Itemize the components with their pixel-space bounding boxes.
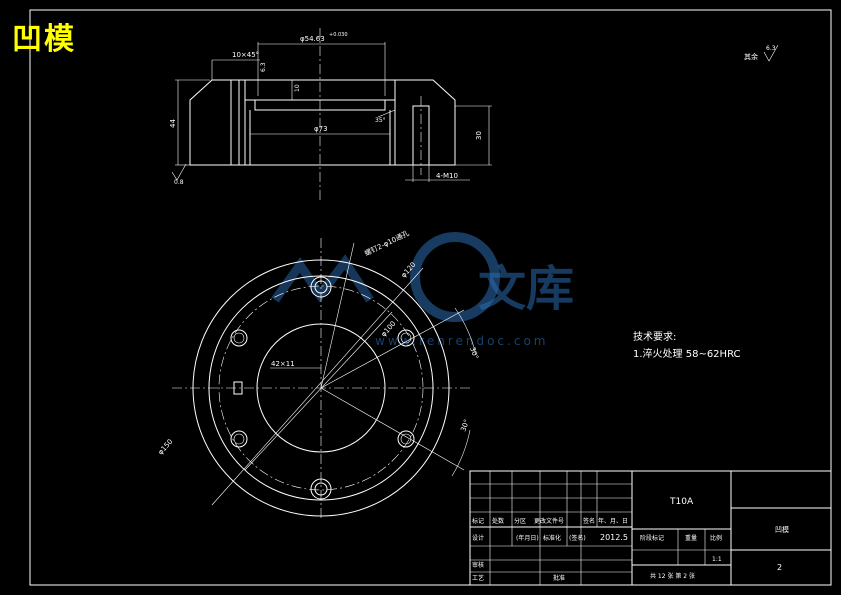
dim-roughness-left: 0.8 [174, 179, 184, 186]
tb-row-label-4: 签名 [583, 517, 595, 525]
dim-bolt-note: 螺钉2-φ10通孔 [363, 228, 411, 257]
drawing-title: 凹模 [12, 22, 76, 57]
watermark-url: www.renrendoc.com [375, 334, 548, 348]
tech-item-1: 1.淬火处理 58~62HRC [633, 347, 741, 360]
tb-row-label-2: 分区 [514, 517, 526, 525]
dim-angle-35: 35° [375, 117, 386, 124]
dim-angle-r: 30° [468, 346, 480, 360]
pin-hole-tr [397, 329, 415, 347]
dim-pin: 4-M10 [436, 172, 458, 180]
dim-dia-top-tol: +0.030 [329, 32, 348, 38]
pin-hole-bl [230, 430, 248, 448]
drawing-frame [29, 9, 832, 586]
bolt-hole-bottom [310, 478, 332, 500]
watermark-brand: 文库 [478, 261, 574, 317]
tb-stage-label: 阶段标记 [640, 534, 664, 542]
tb-date-label: (年月日) [516, 534, 539, 542]
roughness-label: 其余 [744, 52, 758, 61]
tech-heading: 技术要求: [633, 330, 676, 343]
tb-material: T10A [669, 497, 694, 507]
tb-row-label-1: 处数 [492, 517, 504, 525]
dim-dia-bottom: φ73 [314, 125, 328, 133]
tb-scale: 1:1 [712, 556, 722, 563]
watermark: 文库 www.renrendoc.com [271, 232, 574, 348]
dim-height-44: 44 [169, 119, 177, 128]
tb-design-label: 设计 [472, 534, 484, 542]
dim-height-30: 30 [475, 131, 483, 140]
roughness-global: 其余 6.3 [744, 44, 779, 62]
dim-chamfer: 10×45° [232, 51, 259, 59]
tb-sheet-no: 2 [777, 563, 782, 572]
dim-10: 10 [294, 84, 301, 92]
tb-sign-label: (签名) [569, 534, 586, 542]
dim-roughness-tl: 6.3 [260, 62, 267, 72]
tb-process-label: 工艺 [472, 574, 484, 582]
tb-row-label-5: 年、月、日 [598, 517, 628, 525]
tb-row-label-3: 更改文件号 [534, 517, 564, 525]
dim-angle-r2: 30° [459, 418, 471, 432]
pin-hole-br [397, 430, 415, 448]
tb-review-label: 审核 [472, 561, 484, 569]
title-block: T10A 凹模 2 1:1 2012.5 阶段标记 重量 比例 共 12 张 第… [469, 470, 832, 586]
dim-d-outer: φ150 [157, 438, 175, 457]
plan-view: 螺钉2-φ10通孔 φ120 φ100 φ150 30° 30° 42×11 [157, 228, 480, 520]
tb-standard-label: 标准化 [543, 534, 561, 542]
tb-row-label-0: 标记 [472, 517, 484, 525]
dim-hole-42: 42×11 [271, 360, 295, 368]
tb-scale-label: 比例 [710, 534, 722, 542]
tech-requirements: 技术要求: 1.淬火处理 58~62HRC [633, 330, 741, 360]
tb-weight-label: 重量 [685, 534, 697, 542]
roughness-value: 6.3 [766, 45, 776, 52]
section-view: φ54.63 +0.030 10×45° 6.3 10 φ73 44 30 35… [169, 28, 492, 200]
tb-approve-label: 批准 [553, 574, 565, 582]
tb-date: 2012.5 [600, 533, 628, 542]
dim-dia-top: φ54.63 [300, 35, 325, 43]
bolt-hole-top [310, 276, 332, 298]
tb-part-name: 凹模 [775, 525, 789, 534]
tb-sheets-label: 共 12 张 第 2 张 [650, 572, 695, 580]
pin-hole-tl [230, 329, 248, 347]
